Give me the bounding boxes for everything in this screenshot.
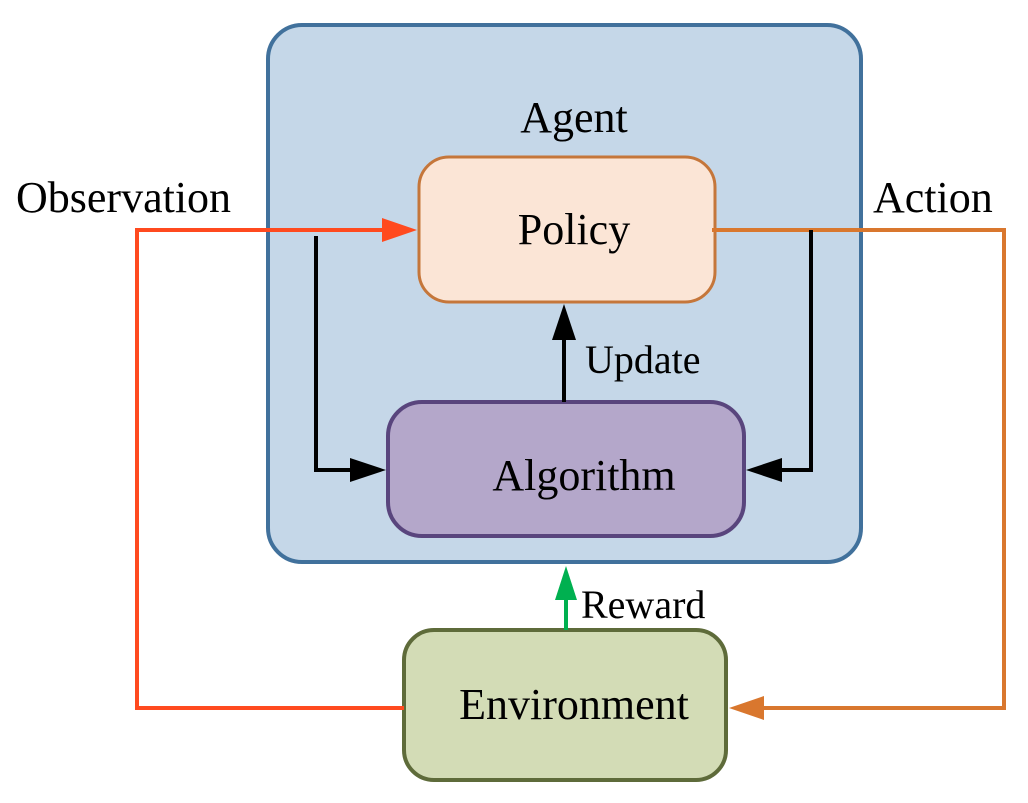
- action-arrowhead: [729, 696, 764, 720]
- observation-to-algorithm-line: [314, 236, 360, 472]
- observation-to-algorithm-arrowhead: [350, 458, 386, 482]
- agent-title: Agent: [520, 93, 628, 142]
- update-label: Update: [585, 337, 701, 382]
- policy-label: Policy: [518, 205, 630, 254]
- algorithm-label: Algorithm: [492, 451, 675, 500]
- update-arrowhead: [552, 304, 576, 340]
- observation-line: [135, 228, 404, 710]
- reward-arrowhead: [555, 566, 577, 600]
- action-to-algorithm-line: [772, 230, 813, 472]
- action-line: [712, 228, 1006, 710]
- observation-label: Observation: [16, 173, 231, 222]
- observation-arrowhead: [382, 218, 417, 242]
- action-to-algorithm-arrowhead: [746, 458, 782, 482]
- reward-label: Reward: [581, 582, 705, 627]
- action-label: Action: [873, 173, 993, 222]
- environment-label: Environment: [459, 680, 689, 729]
